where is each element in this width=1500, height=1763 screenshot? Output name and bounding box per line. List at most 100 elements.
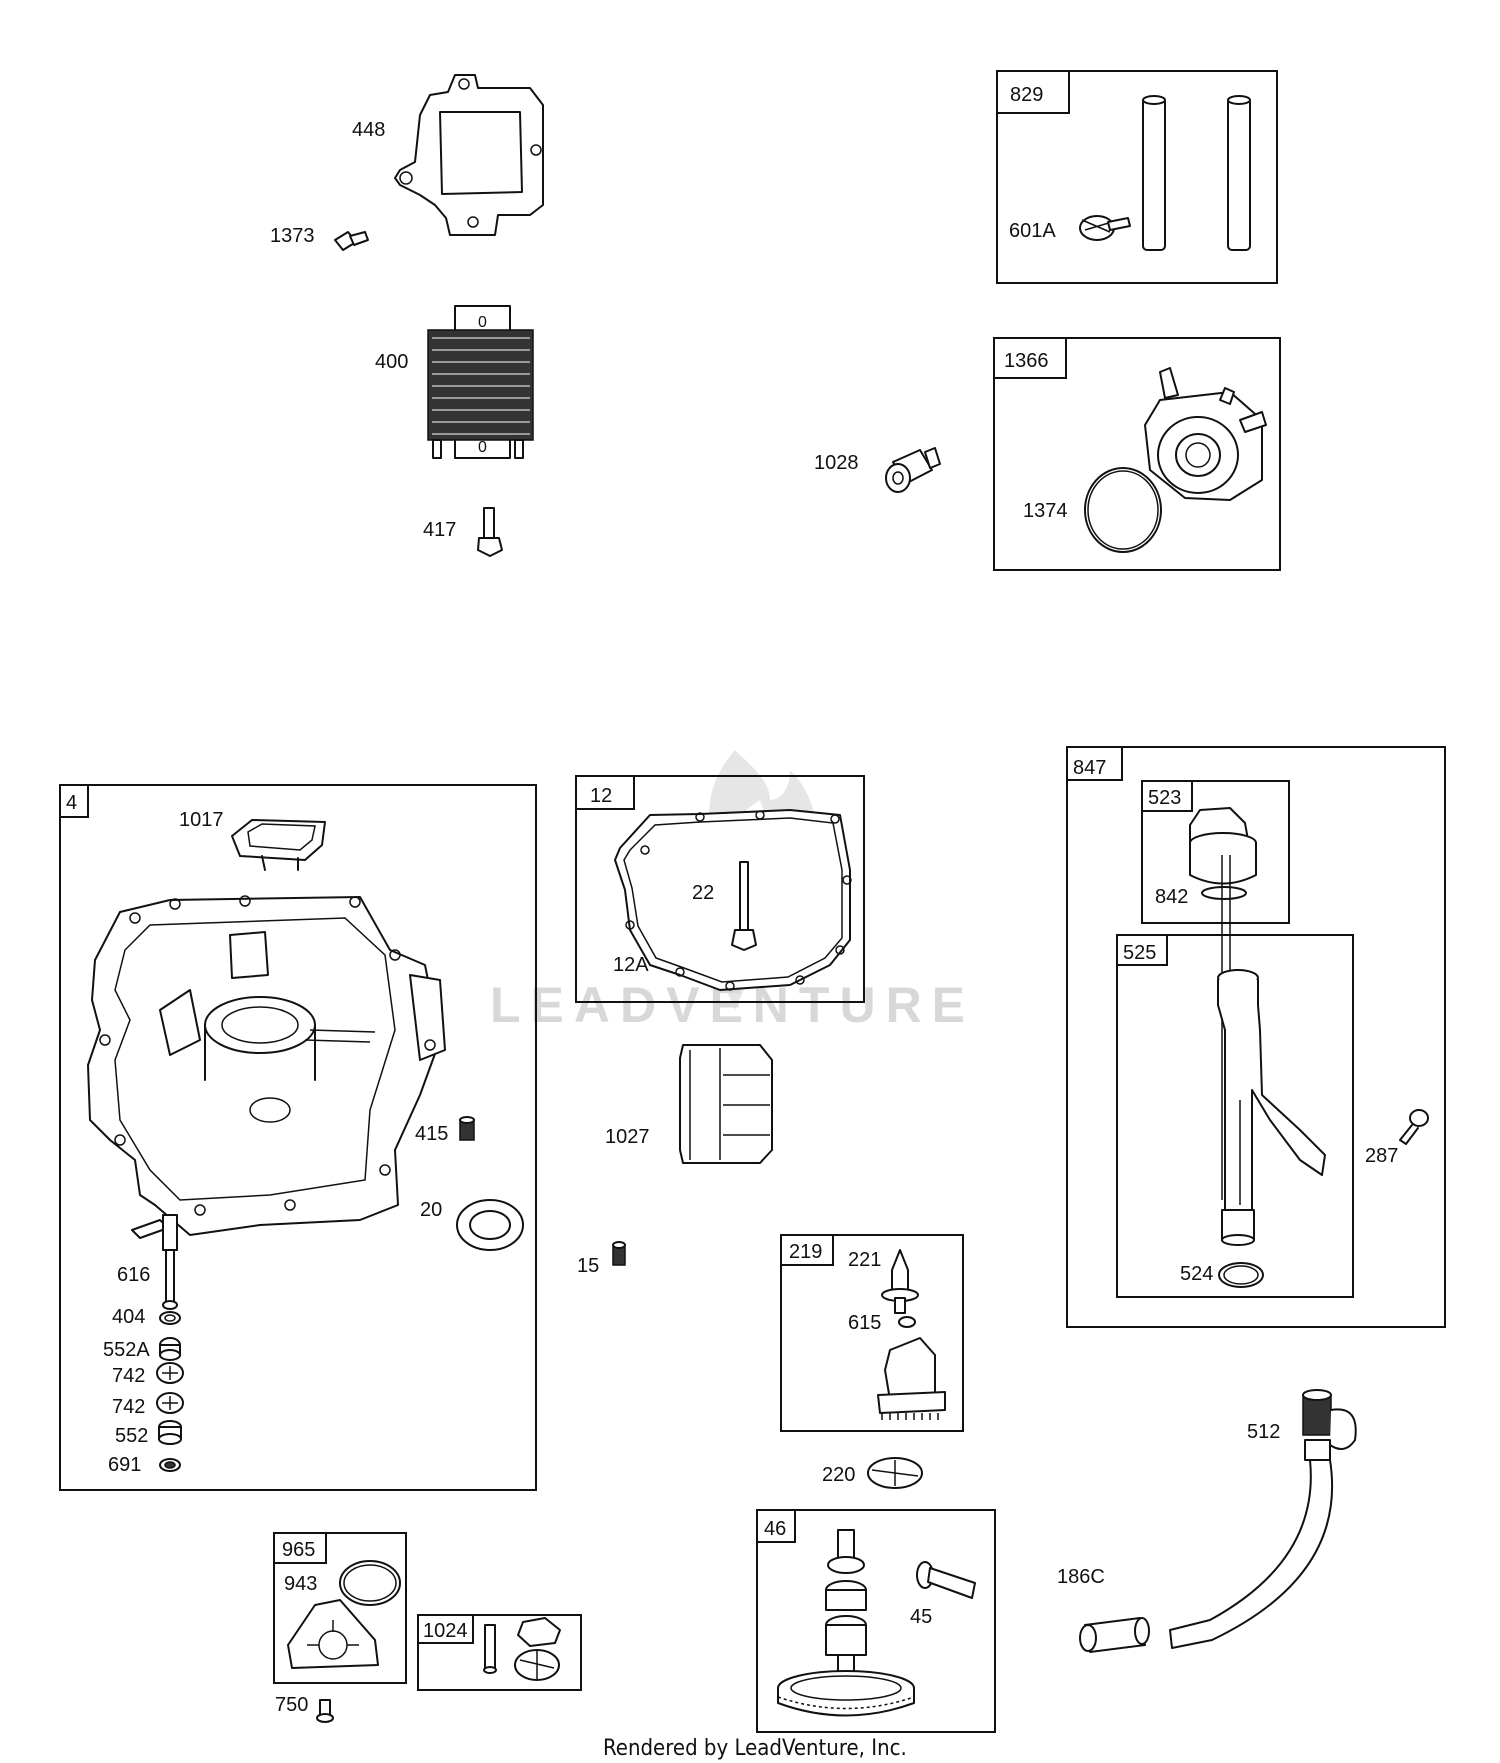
label-4: 4	[66, 792, 77, 814]
part-524-o-ring[interactable]	[1218, 1262, 1264, 1288]
label-22: 22	[692, 882, 714, 904]
label-1024: 1024	[423, 1620, 468, 1642]
part-45-tappet[interactable]	[916, 1561, 976, 1599]
label-400: 400	[375, 351, 408, 373]
part-12A-gasket[interactable]	[614, 809, 852, 991]
kit-829-box	[996, 70, 1278, 284]
part-691[interactable]	[159, 1458, 181, 1472]
part-415-plug[interactable]	[459, 1116, 475, 1141]
kit-219-box	[780, 1234, 964, 1432]
kit-523-tab	[1141, 780, 1193, 812]
part-552[interactable]	[158, 1420, 182, 1445]
part-15-plug[interactable]	[612, 1241, 626, 1266]
kit-1366-box	[993, 337, 1281, 571]
part-20-seal[interactable]	[456, 1199, 524, 1251]
label-552: 552	[115, 1425, 148, 1447]
part-1027-oil-filter[interactable]	[679, 1044, 773, 1164]
kit-965-box	[273, 1532, 407, 1684]
part-400-oil-cooler[interactable]: 0 0	[427, 305, 534, 459]
part-943-ring[interactable]	[339, 1560, 401, 1606]
kit-4-tab	[59, 784, 89, 818]
part-448-gasket[interactable]	[394, 74, 544, 236]
label-616: 616	[117, 1264, 150, 1286]
part-742-a[interactable]	[156, 1362, 184, 1384]
label-46: 46	[764, 1518, 786, 1540]
part-842-o-ring[interactable]	[1201, 886, 1247, 900]
kit-219-tab	[780, 1234, 834, 1266]
label-847: 847	[1073, 757, 1106, 779]
label-742-b: 742	[112, 1396, 145, 1418]
part-750-screw[interactable]	[316, 1699, 334, 1723]
part-525-dipstick-tube[interactable]	[1217, 855, 1326, 1246]
label-417: 417	[423, 519, 456, 541]
part-601A-clamp[interactable]	[1079, 215, 1131, 241]
label-1027: 1027	[605, 1126, 650, 1148]
label-523: 523	[1148, 787, 1181, 809]
label-186C: 186C	[1057, 1566, 1105, 1588]
label-12A: 12A	[613, 954, 649, 976]
part-1024-rotor-set[interactable]	[483, 1617, 561, 1681]
kit-46-box	[756, 1509, 996, 1733]
part-46-camshaft[interactable]	[777, 1529, 915, 1717]
part-615-ring[interactable]	[898, 1316, 916, 1328]
part-965-oil-pump[interactable]	[287, 1599, 379, 1669]
part-417-bolt[interactable]	[477, 507, 503, 557]
label-742-a: 742	[112, 1365, 145, 1387]
label-221: 221	[848, 1249, 881, 1271]
label-219: 219	[789, 1241, 822, 1263]
part-1373-screw[interactable]	[334, 231, 369, 251]
part-404-washer[interactable]	[159, 1311, 181, 1325]
part-523-dipstick-cap[interactable]	[1189, 807, 1257, 885]
label-965: 965	[282, 1539, 315, 1561]
label-691: 691	[108, 1454, 141, 1476]
cooler-top-mark: 0	[478, 314, 487, 331]
cooler-bottom-mark: 0	[478, 439, 487, 456]
footer-credit: Rendered by LeadVenture, Inc.	[603, 1736, 907, 1761]
label-1017: 1017	[179, 809, 224, 831]
kit-965-tab	[273, 1532, 327, 1564]
kit-829-tab	[996, 70, 1070, 114]
label-12: 12	[590, 785, 612, 807]
label-448: 448	[352, 119, 385, 141]
label-15: 15	[577, 1255, 599, 1277]
part-287-screw[interactable]	[1399, 1109, 1429, 1145]
part-1017-cover[interactable]	[231, 819, 326, 871]
label-404: 404	[112, 1306, 145, 1328]
label-287: 287	[1365, 1145, 1398, 1167]
kit-847-box	[1066, 746, 1446, 1328]
part-220-washer[interactable]	[867, 1457, 923, 1489]
label-750: 750	[275, 1694, 308, 1716]
label-20: 20	[420, 1199, 442, 1221]
part-1366-filter-adapter[interactable]	[1144, 367, 1267, 501]
label-524: 524	[1180, 1263, 1213, 1285]
part-742-b[interactable]	[156, 1392, 184, 1414]
part-22-bolt[interactable]	[731, 861, 757, 951]
part-186C-fitting[interactable]	[1079, 1617, 1150, 1653]
label-552A: 552A	[103, 1339, 150, 1361]
part-552A[interactable]	[159, 1337, 181, 1361]
label-1374: 1374	[1023, 500, 1068, 522]
kit-46-tab	[756, 1509, 796, 1543]
label-601A: 601A	[1009, 220, 1056, 242]
kit-12-tab	[575, 775, 635, 810]
label-1373: 1373	[270, 225, 315, 247]
part-219-governor[interactable]	[877, 1337, 946, 1420]
kit-1366-tab	[993, 337, 1067, 379]
label-842: 842	[1155, 886, 1188, 908]
part-512-drain-hose[interactable]	[1169, 1389, 1357, 1649]
part-221-pin[interactable]	[881, 1249, 919, 1314]
part-4-crankcase[interactable]	[87, 895, 446, 1236]
label-45: 45	[910, 1606, 932, 1628]
kit-847-tab	[1066, 746, 1123, 781]
part-1028-fitting[interactable]	[885, 447, 941, 493]
label-943: 943	[284, 1573, 317, 1595]
kit-12-box	[575, 775, 865, 1003]
part-829-hoses[interactable]	[1142, 95, 1251, 251]
label-1028: 1028	[814, 452, 859, 474]
kit-523-box	[1141, 780, 1290, 924]
part-1374-o-ring[interactable]	[1084, 467, 1162, 553]
label-415: 415	[415, 1123, 448, 1145]
kit-4-box	[59, 784, 537, 1491]
part-616-shaft[interactable]	[131, 1214, 178, 1310]
